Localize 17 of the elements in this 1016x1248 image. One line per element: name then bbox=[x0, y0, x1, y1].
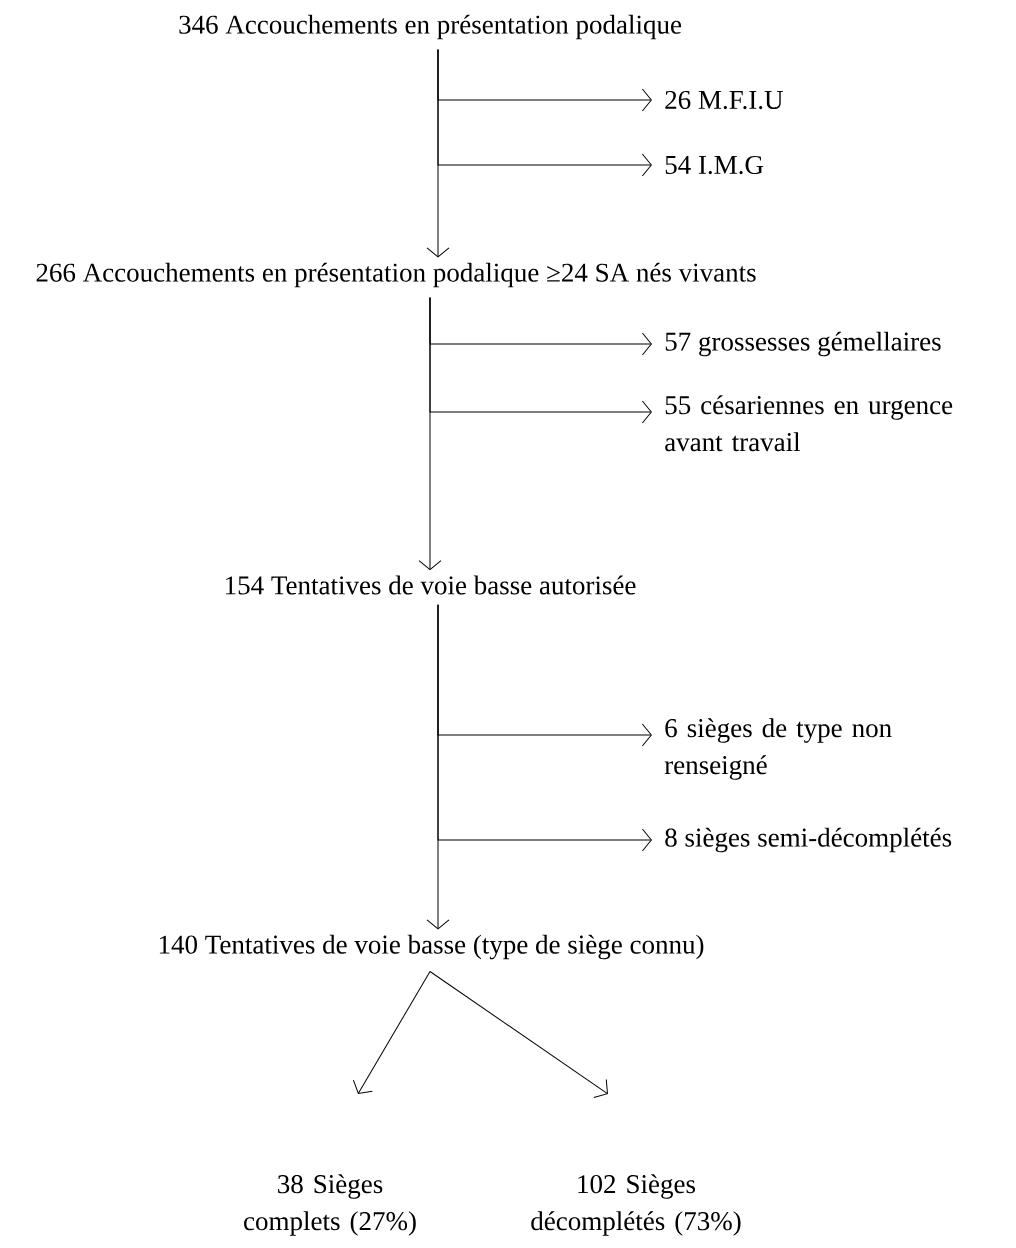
step-label: 54 I.M.G bbox=[665, 155, 764, 175]
arrow bbox=[418, 296, 442, 571]
arrow bbox=[352, 971, 431, 1094]
step-label: 140 Tentatives de voie basse (type de siège connu) bbox=[159, 934, 704, 960]
step-label: 26 M.F.I.U bbox=[665, 90, 783, 110]
step-label: 6 sièges de type non renseigné bbox=[664, 718, 892, 780]
step-label: 55 césariennes en urgence avant travail bbox=[665, 395, 953, 452]
step-label: 38 Sièges complets (27%) bbox=[244, 1174, 416, 1236]
arrow bbox=[426, 48, 450, 258]
step-label: 346 Accouchements en présentation podalique bbox=[179, 14, 682, 40]
step-label: 8 sièges semi-décomplétés bbox=[665, 827, 952, 853]
step-label: 154 Tentatives de voie basse autorisée bbox=[226, 575, 636, 595]
step-label: 102 Sièges décomplétés (73%) bbox=[531, 1174, 741, 1236]
arrow bbox=[429, 971, 608, 1099]
step-label: 57 grossesses gémellaires bbox=[665, 331, 941, 357]
step-label: 266 Accouchements en présentation podalique ≥24 SA nés vivants bbox=[36, 262, 756, 288]
arrow bbox=[426, 604, 450, 930]
